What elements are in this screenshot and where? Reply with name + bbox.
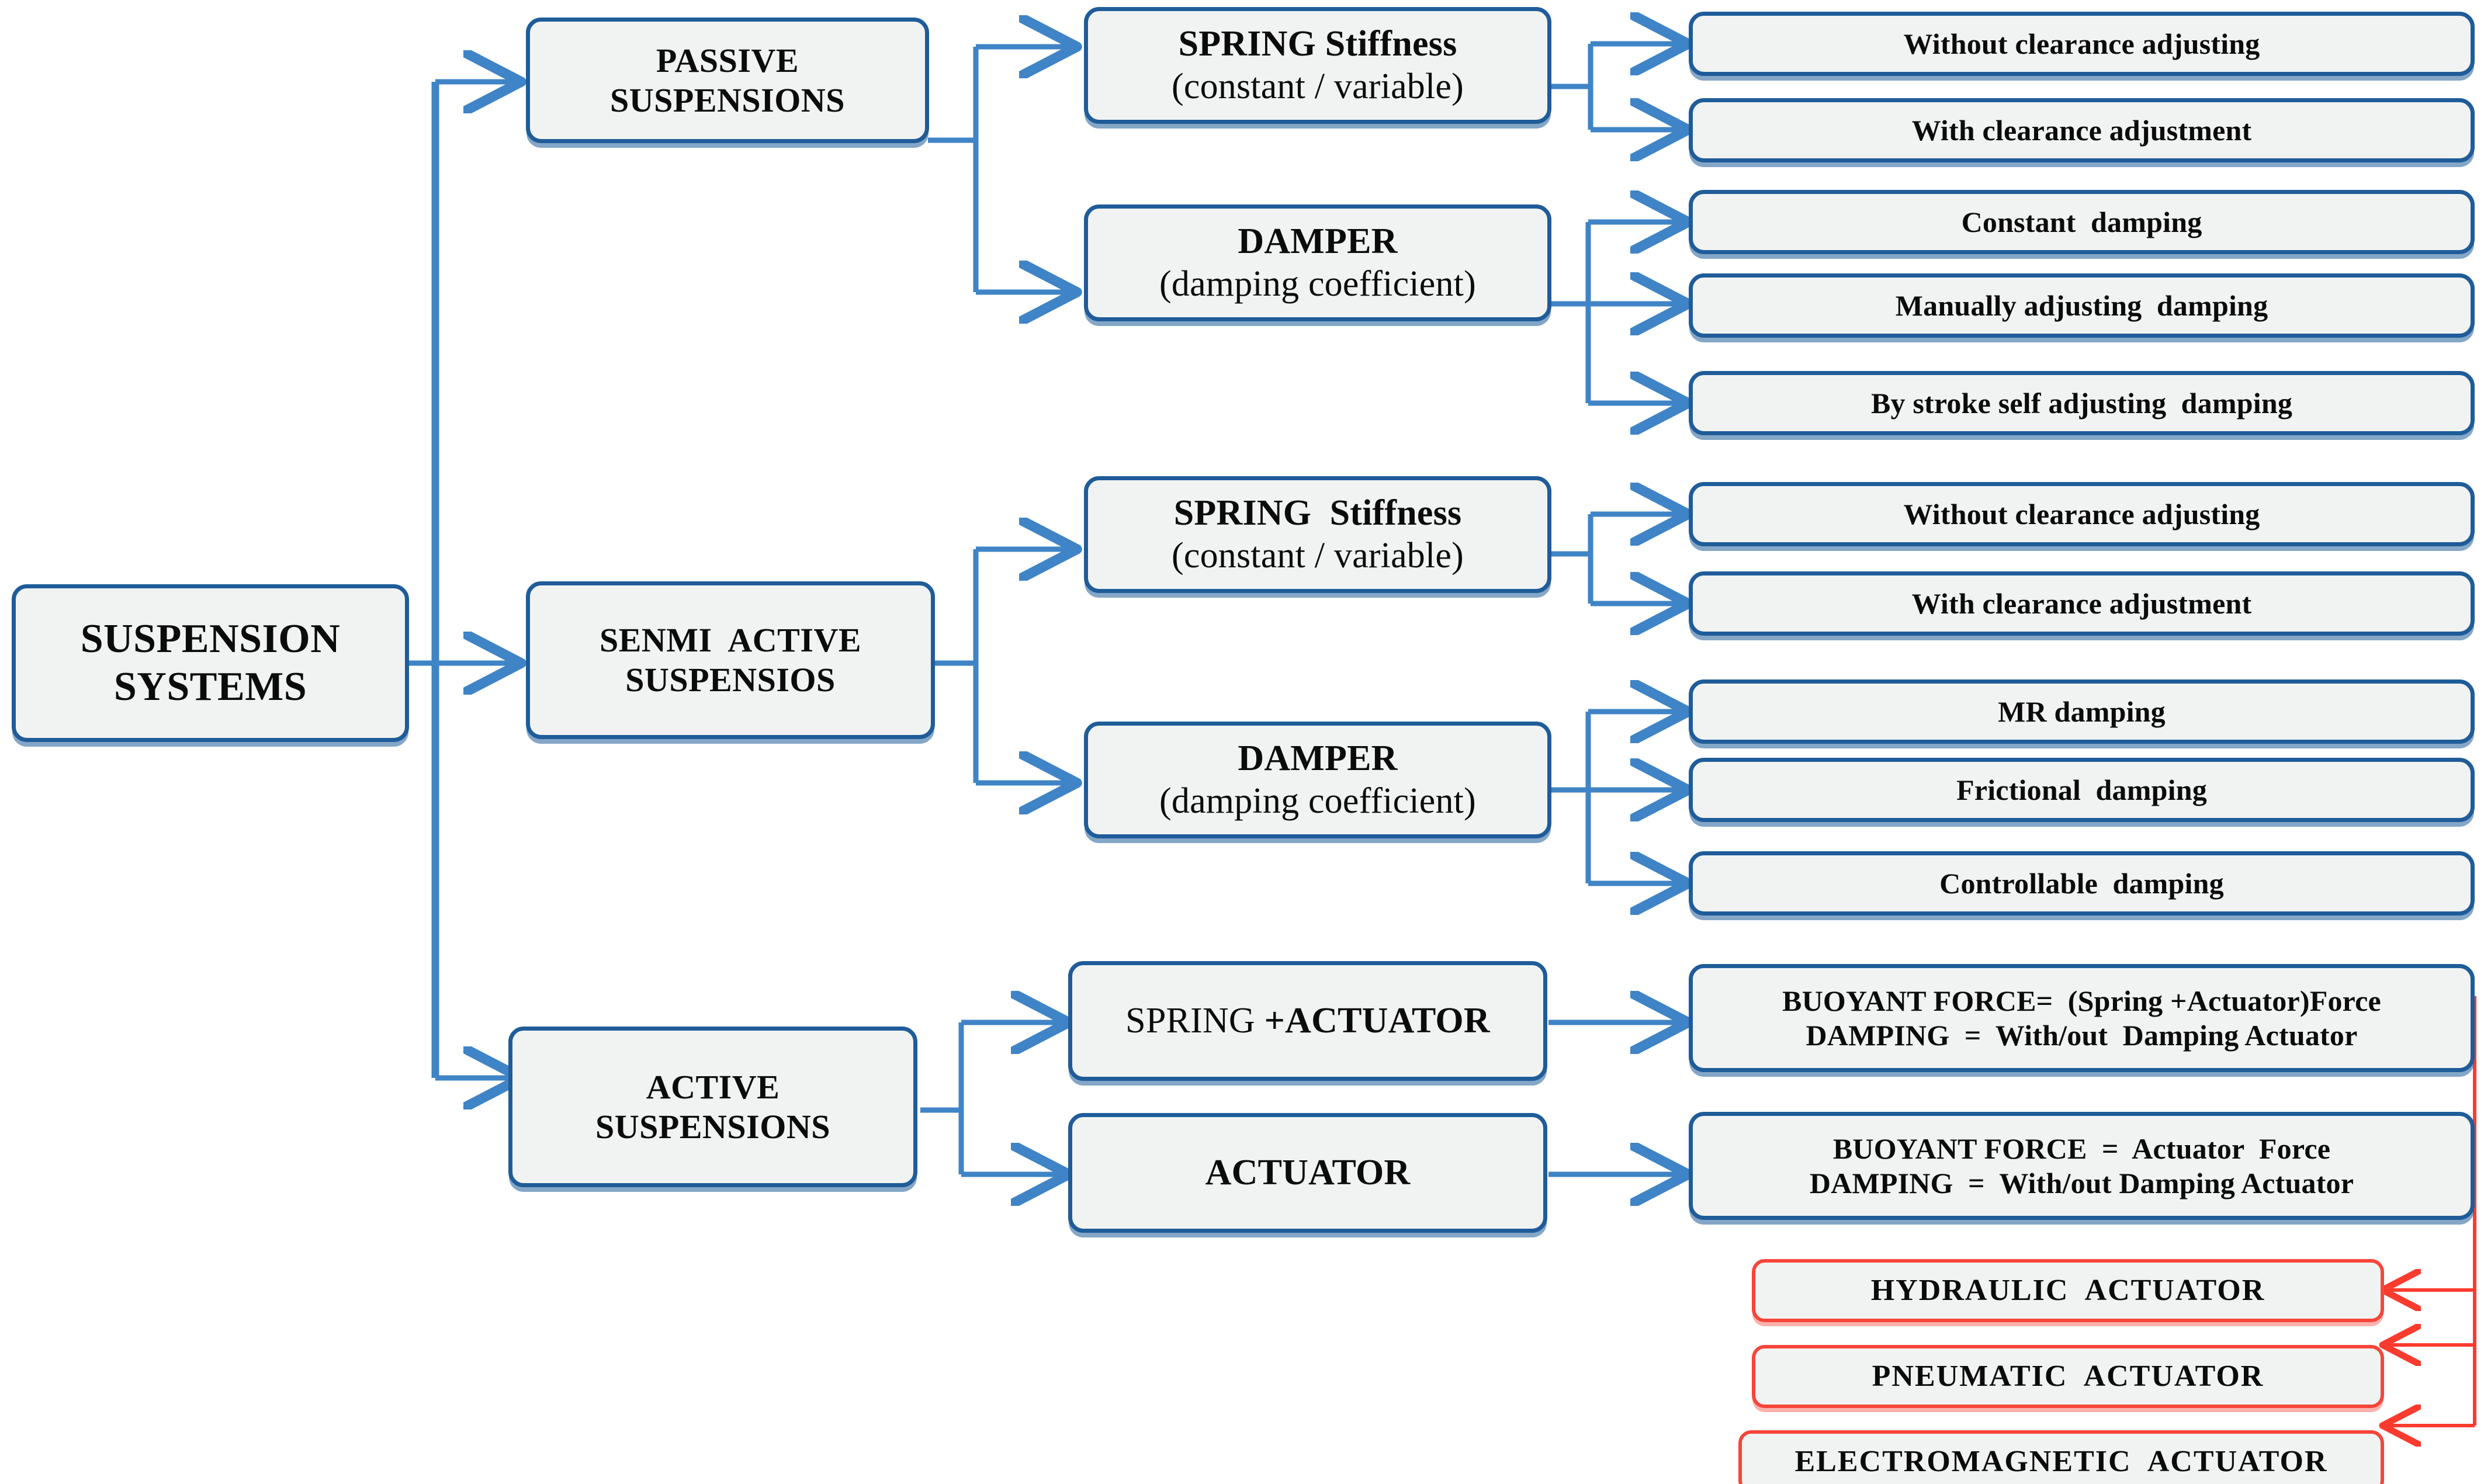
node-pneumatic-actuator[interactable]: PNEUMATIC ACTUATOR bbox=[1752, 1345, 2384, 1408]
actuator-type-label: ELECTROMAGNETIC ACTUATOR bbox=[1794, 1444, 2328, 1478]
definition-line-1: BUOYANT FORCE= (Spring +Actuator)Force bbox=[1782, 984, 2381, 1017]
passive-line-2: SUSPENSIONS bbox=[610, 81, 845, 119]
root-line-1: SUSPENSION bbox=[80, 616, 341, 662]
passive-damper-title: DAMPER bbox=[1238, 221, 1398, 262]
semi-spring-title: SPRING Stiffness bbox=[1173, 493, 1462, 533]
node-actuator[interactable]: ACTUATOR bbox=[1068, 1113, 1547, 1233]
node-passive-damper[interactable]: DAMPER (damping coefficient) bbox=[1084, 204, 1551, 321]
root-line-2: SYSTEMS bbox=[113, 664, 307, 709]
leaf-by-stroke-self-adjusting-damping[interactable]: By stroke self adjusting damping bbox=[1689, 371, 2475, 435]
leaf-label: Manually adjusting damping bbox=[1895, 289, 2268, 322]
passive-spring-subtitle: (constant / variable) bbox=[1172, 67, 1464, 106]
node-passive-spring-stiffness[interactable]: SPRING Stiffness (constant / variable) bbox=[1084, 7, 1551, 124]
spring-actuator-label-bold: +ACTUATOR bbox=[1264, 1001, 1490, 1041]
actuator-type-label: PNEUMATIC ACTUATOR bbox=[1872, 1359, 2264, 1393]
leaf-frictional-damping[interactable]: Frictional damping bbox=[1689, 758, 2475, 822]
semi-damper-title: DAMPER bbox=[1238, 738, 1398, 779]
leaf-constant-damping[interactable]: Constant damping bbox=[1689, 190, 2475, 254]
leaf-actuator-definition[interactable]: BUOYANT FORCE = Actuator Force DAMPING =… bbox=[1689, 1112, 2475, 1220]
leaf-passive-spring-with-clearance[interactable]: With clearance adjustment bbox=[1689, 98, 2475, 162]
leaf-label: Constant damping bbox=[1961, 205, 2202, 238]
leaf-label: With clearance adjustment bbox=[1911, 113, 2252, 147]
leaf-semi-spring-without-clearance[interactable]: Without clearance adjusting bbox=[1689, 482, 2475, 546]
node-spring-plus-actuator[interactable]: SPRING +ACTUATOR bbox=[1068, 961, 1547, 1081]
semi-active-line-1: SENMI ACTIVE bbox=[599, 621, 862, 660]
definition-line-1: BUOYANT FORCE = Actuator Force bbox=[1832, 1132, 2331, 1165]
node-semi-spring-stiffness[interactable]: SPRING Stiffness (constant / variable) bbox=[1084, 476, 1551, 593]
passive-line-1: PASSIVE bbox=[656, 41, 799, 79]
leaf-manually-adjusting-damping[interactable]: Manually adjusting damping bbox=[1689, 273, 2475, 338]
semi-damper-subtitle: (damping coefficient) bbox=[1159, 781, 1476, 821]
node-suspension-systems[interactable]: SUSPENSION SYSTEMS bbox=[12, 584, 409, 742]
leaf-semi-spring-with-clearance[interactable]: With clearance adjustment bbox=[1689, 571, 2475, 636]
leaf-label: By stroke self adjusting damping bbox=[1870, 386, 2293, 419]
node-hydraulic-actuator[interactable]: HYDRAULIC ACTUATOR bbox=[1752, 1259, 2384, 1322]
leaf-label: MR damping bbox=[1998, 695, 2166, 728]
passive-spring-title: SPRING Stiffness bbox=[1178, 24, 1457, 64]
leaf-label: With clearance adjustment bbox=[1911, 587, 2252, 620]
leaf-spring-actuator-definition[interactable]: BUOYANT FORCE= (Spring +Actuator)Force D… bbox=[1689, 964, 2475, 1072]
leaf-passive-spring-without-clearance[interactable]: Without clearance adjusting bbox=[1689, 12, 2475, 76]
leaf-label: Without clearance adjusting bbox=[1903, 27, 2260, 60]
actuator-label: ACTUATOR bbox=[1205, 1153, 1411, 1193]
spring-actuator-label-regular: SPRING bbox=[1125, 1001, 1264, 1041]
definition-line-2: DAMPING = With/out Damping Actuator bbox=[1806, 1018, 2358, 1052]
node-passive-suspensions[interactable]: PASSIVE SUSPENSIONS bbox=[526, 18, 929, 143]
leaf-label: Controllable damping bbox=[1939, 866, 2224, 900]
leaf-label: Without clearance adjusting bbox=[1903, 497, 2260, 531]
active-line-2: SUSPENSIONS bbox=[595, 1107, 830, 1146]
passive-damper-subtitle: (damping coefficient) bbox=[1159, 264, 1476, 304]
active-line-1: ACTIVE bbox=[646, 1067, 780, 1106]
definition-line-2: DAMPING = With/out Damping Actuator bbox=[1809, 1166, 2354, 1199]
semi-active-line-2: SUSPENSIOS bbox=[625, 661, 836, 699]
node-semi-active-suspensions[interactable]: SENMI ACTIVE SUSPENSIOS bbox=[526, 581, 935, 739]
leaf-controllable-damping[interactable]: Controllable damping bbox=[1689, 851, 2475, 916]
node-electromagnetic-actuator[interactable]: ELECTROMAGNETIC ACTUATOR bbox=[1738, 1430, 2384, 1484]
semi-spring-subtitle: (constant / variable) bbox=[1172, 536, 1464, 575]
leaf-mr-damping[interactable]: MR damping bbox=[1689, 679, 2475, 744]
leaf-label: Frictional damping bbox=[1956, 773, 2207, 806]
actuator-type-label: HYDRAULIC ACTUATOR bbox=[1870, 1273, 2265, 1307]
node-active-suspensions[interactable]: ACTIVE SUSPENSIONS bbox=[508, 1027, 917, 1187]
node-semi-damper[interactable]: DAMPER (damping coefficient) bbox=[1084, 722, 1551, 838]
